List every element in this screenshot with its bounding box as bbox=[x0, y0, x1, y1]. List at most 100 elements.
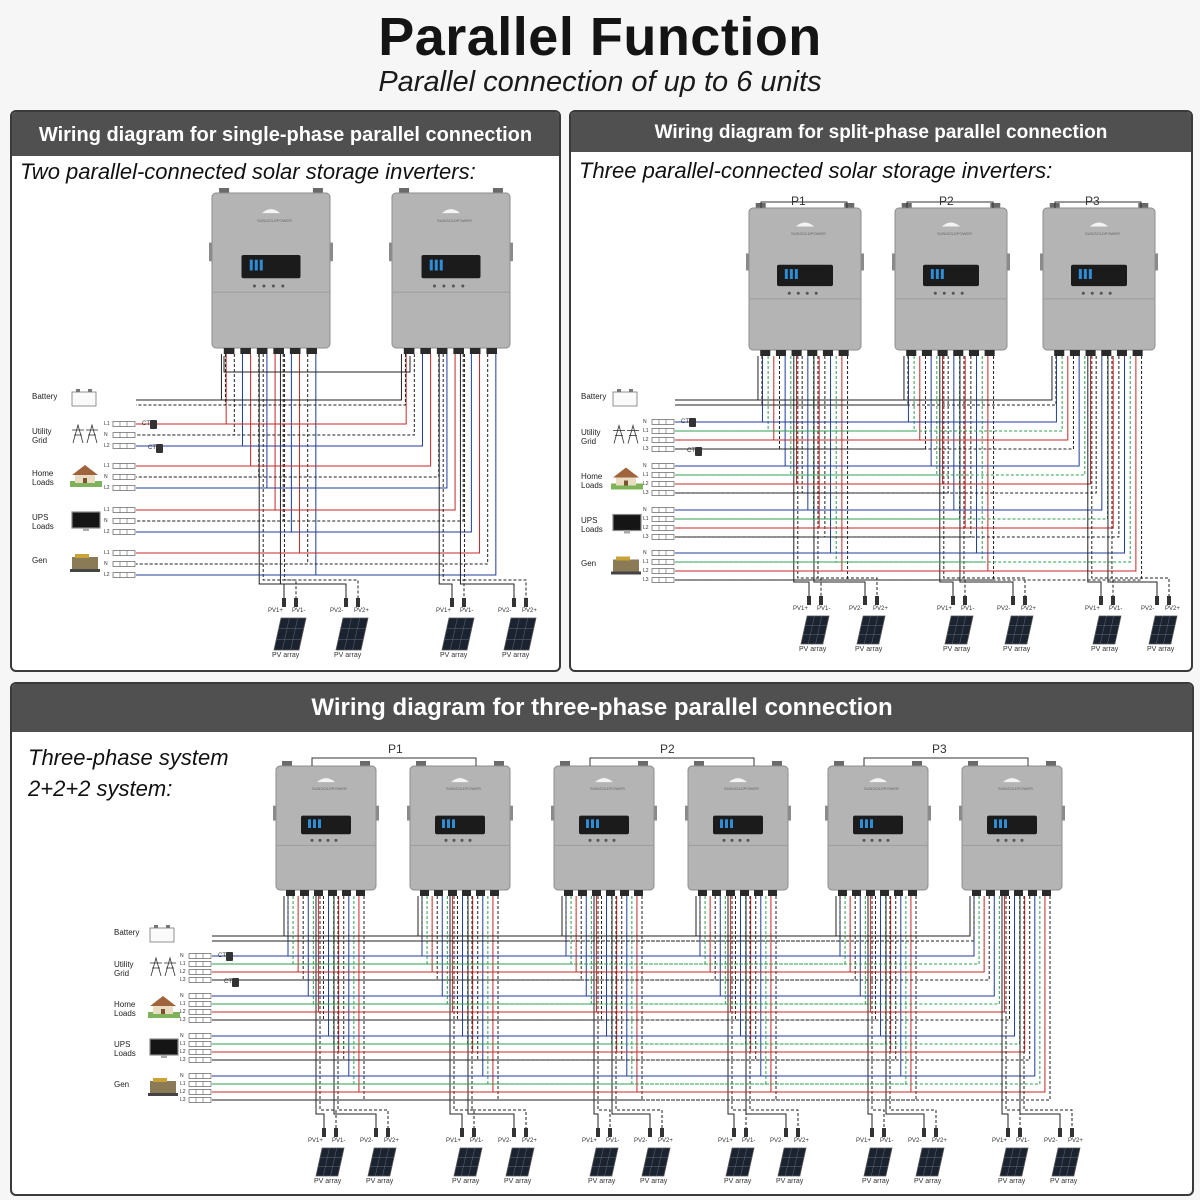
three-phase-panel-title: Wiring diagram for three-phase parallel … bbox=[12, 684, 1192, 732]
generator-label: Gen bbox=[581, 558, 597, 568]
pv-array-label-0-1: PV array bbox=[334, 652, 362, 659]
single-line-label: L1 bbox=[104, 507, 110, 513]
pv-array-label-2-0: PV array bbox=[1091, 646, 1119, 653]
pv-array-label-0-1: PV array bbox=[366, 1178, 394, 1185]
pv-label-pv1m-0-0: PV1- bbox=[292, 608, 306, 614]
single-line-label: L1 bbox=[104, 550, 110, 556]
pv-label-pv2p-5-1: PV2+ bbox=[1068, 1138, 1083, 1144]
pv-label-pv2m-5-1: PV2- bbox=[1044, 1138, 1058, 1144]
generator-label: Gen bbox=[114, 1080, 130, 1089]
pv-array-label-4-1: PV array bbox=[914, 1178, 942, 1185]
solar-panel-icon bbox=[1092, 615, 1122, 645]
inverter-unit-6 bbox=[959, 761, 1065, 896]
pv-array-label-2-1: PV array bbox=[640, 1178, 668, 1185]
group-label-p2: P2 bbox=[660, 742, 675, 756]
ups-loads-label: UPS Loads bbox=[114, 1040, 136, 1058]
ups-loads-label: UPS Loads bbox=[32, 513, 54, 531]
utility-grid-label: Utility Grid bbox=[581, 427, 601, 446]
single-phase-panel-title: Wiring diagram for single-phase parallel… bbox=[12, 112, 559, 156]
inverter-unit-2 bbox=[892, 203, 1010, 356]
terminal-block bbox=[112, 432, 136, 438]
pv-label-pv1m-0-0: PV1- bbox=[817, 606, 831, 612]
battery-icon bbox=[149, 925, 175, 943]
ct-label-2: CT bbox=[148, 445, 156, 451]
wiring-canvas bbox=[70, 188, 537, 651]
single-line-label: N bbox=[104, 561, 108, 567]
pv-label-pv2p-2-1: PV2+ bbox=[1165, 606, 1180, 612]
terminal-block bbox=[651, 481, 675, 487]
pv-connector bbox=[732, 1128, 748, 1137]
ct-label-2: CT bbox=[224, 979, 232, 985]
single-line-label: N bbox=[104, 432, 108, 438]
pv-connector bbox=[1155, 596, 1171, 605]
split-line-label: L3 bbox=[643, 577, 649, 583]
terminal-block bbox=[651, 525, 675, 531]
ct-sensor-icon bbox=[156, 444, 163, 453]
split-line-label: L3 bbox=[643, 490, 649, 496]
utility-grid-icon bbox=[613, 424, 639, 444]
pv-array-label-4-0: PV array bbox=[862, 1178, 890, 1185]
solar-panel-icon bbox=[273, 617, 307, 651]
terminal-block bbox=[651, 568, 675, 574]
three-line-label: L3 bbox=[180, 977, 186, 983]
solar-panel-icon bbox=[944, 615, 974, 645]
pv-label-pv2m-0-1: PV2- bbox=[849, 606, 863, 612]
pv-label-pv2p-0-1: PV2+ bbox=[354, 608, 369, 614]
pv-array-label-1-0: PV array bbox=[452, 1178, 480, 1185]
home-loads-icon bbox=[611, 467, 643, 490]
pv-label-pv2p-4-1: PV2+ bbox=[932, 1138, 947, 1144]
pv-array-label-1-0: PV array bbox=[440, 652, 468, 659]
pv-connector bbox=[512, 1128, 528, 1137]
solar-panel-icon bbox=[453, 1147, 483, 1177]
pv-connector bbox=[951, 596, 967, 605]
ct-sensor-icon bbox=[150, 420, 157, 429]
pv-connector bbox=[596, 1128, 612, 1137]
pv-array-label-1-1: PV array bbox=[504, 1178, 532, 1185]
terminal-block bbox=[188, 1097, 212, 1103]
terminal-block bbox=[188, 953, 212, 959]
single-line-label: L1 bbox=[104, 463, 110, 469]
wiring-canvas bbox=[148, 757, 1081, 1177]
pv-label-pv1p-2-0: PV1+ bbox=[1085, 606, 1100, 612]
solar-panel-icon bbox=[800, 615, 830, 645]
ct-label-2: CT bbox=[687, 448, 695, 454]
terminal-block bbox=[188, 1009, 212, 1015]
terminal-block bbox=[188, 1017, 212, 1023]
terminal-block bbox=[651, 516, 675, 522]
pv-label-pv2p-2-1: PV2+ bbox=[658, 1138, 673, 1144]
solar-panel-icon bbox=[1051, 1147, 1081, 1177]
pv-connector bbox=[1099, 596, 1115, 605]
solar-panel-icon bbox=[367, 1147, 397, 1177]
ups-loads-label: UPS Loads bbox=[581, 515, 603, 534]
pv-label-pv1m-2-0: PV1- bbox=[1109, 606, 1123, 612]
pv-label-pv2p-1-1: PV2+ bbox=[1021, 606, 1036, 612]
terminal-block bbox=[112, 572, 136, 578]
split-line-label: L3 bbox=[643, 534, 649, 540]
pv-connector bbox=[282, 598, 298, 607]
solar-panel-icon bbox=[641, 1147, 671, 1177]
pv-label-pv1p-0-0: PV1+ bbox=[308, 1138, 323, 1144]
terminal-block bbox=[188, 961, 212, 967]
solar-panel-icon bbox=[856, 615, 886, 645]
terminal-block bbox=[651, 490, 675, 496]
three-line-label: L3 bbox=[180, 1017, 186, 1023]
pv-label-pv2p-1-1: PV2+ bbox=[522, 608, 537, 614]
three-line-label: L2 bbox=[180, 1089, 186, 1095]
brand-logo-text: SUNGOLDPOWER bbox=[446, 785, 481, 791]
pv-array-label-2-1: PV array bbox=[1147, 646, 1175, 653]
pv-label-pv2m-0-1: PV2- bbox=[330, 608, 344, 614]
group-label-p3: P3 bbox=[1085, 194, 1100, 208]
solar-panel-icon bbox=[1148, 615, 1178, 645]
terminal-block bbox=[188, 969, 212, 975]
brand-logo-text: SUNGOLDPOWER bbox=[864, 785, 899, 791]
pv-array-label-0-1: PV array bbox=[855, 646, 883, 653]
battery-icon bbox=[71, 389, 97, 407]
wiring-canvas bbox=[611, 201, 1178, 645]
utility-grid-label: Utility Grid bbox=[32, 427, 52, 445]
single-phase-panel: Wiring diagram for single-phase parallel… bbox=[10, 110, 561, 672]
pv-array-label-1-1: PV array bbox=[502, 652, 530, 659]
inverter-unit-2 bbox=[389, 188, 513, 354]
battery-icon bbox=[612, 389, 638, 407]
pv-label-pv2p-0-1: PV2+ bbox=[384, 1138, 399, 1144]
terminal-block bbox=[651, 550, 675, 556]
